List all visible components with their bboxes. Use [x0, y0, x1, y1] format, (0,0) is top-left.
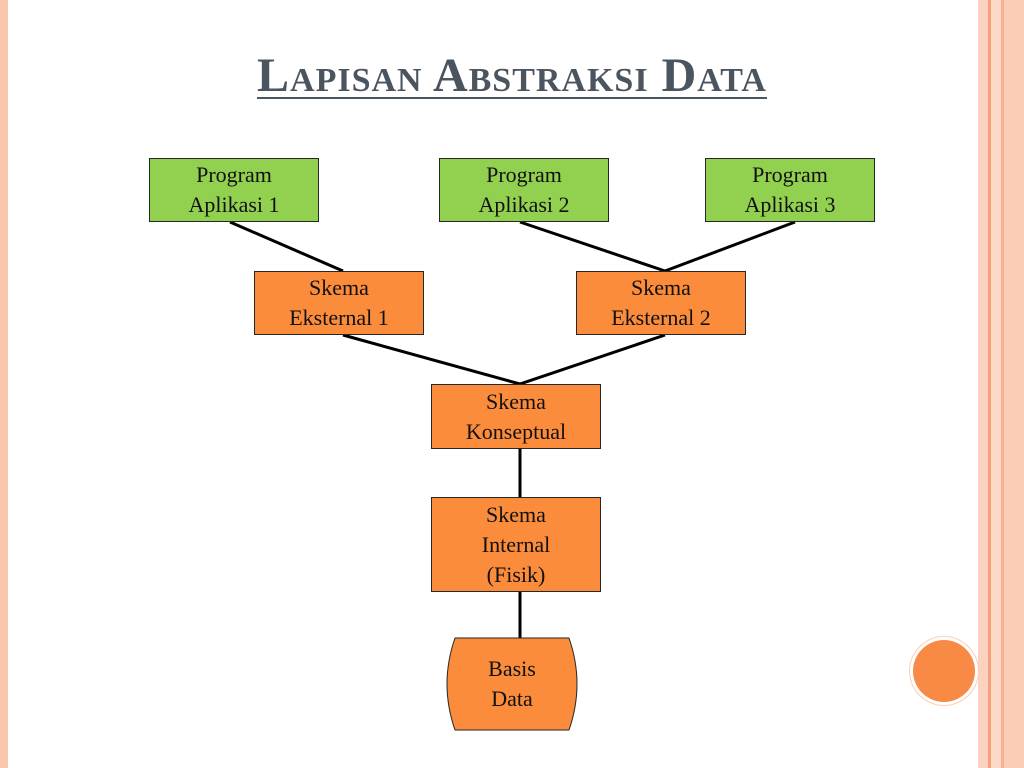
connector-external2-conceptual: [519, 333, 666, 386]
connector-program1-external1: [229, 220, 344, 273]
program-box-3: Program Aplikasi 3: [705, 158, 875, 222]
external-schema-box-1: Skema Eksternal 1: [254, 271, 424, 335]
right-border-stripe: [1004, 0, 1024, 768]
right-border-stripe: [978, 0, 988, 768]
connector-external1-conceptual: [342, 333, 521, 386]
right-border-stripe: [991, 0, 1001, 768]
database-label: Basis Data: [488, 656, 536, 711]
database-shape: Basis Data: [437, 637, 587, 731]
connector-program3-external2: [664, 220, 796, 273]
slide-title: Lapisan Abstraksi Data: [257, 49, 767, 102]
connector-program2-external2: [519, 220, 666, 273]
right-border-stripe: [1001, 0, 1004, 768]
conceptual-schema-box: Skema Konseptual: [431, 384, 601, 449]
program-box-2: Program Aplikasi 2: [439, 158, 609, 222]
right-border-stripe: [988, 0, 991, 768]
program-box-1: Program Aplikasi 1: [149, 158, 319, 222]
database-outline: [446, 637, 578, 731]
left-border-stripe: [0, 0, 8, 768]
decorative-circle: [913, 640, 975, 702]
external-schema-box-2: Skema Eksternal 2: [576, 271, 746, 335]
internal-schema-box: Skema Internal (Fisik): [431, 497, 601, 592]
